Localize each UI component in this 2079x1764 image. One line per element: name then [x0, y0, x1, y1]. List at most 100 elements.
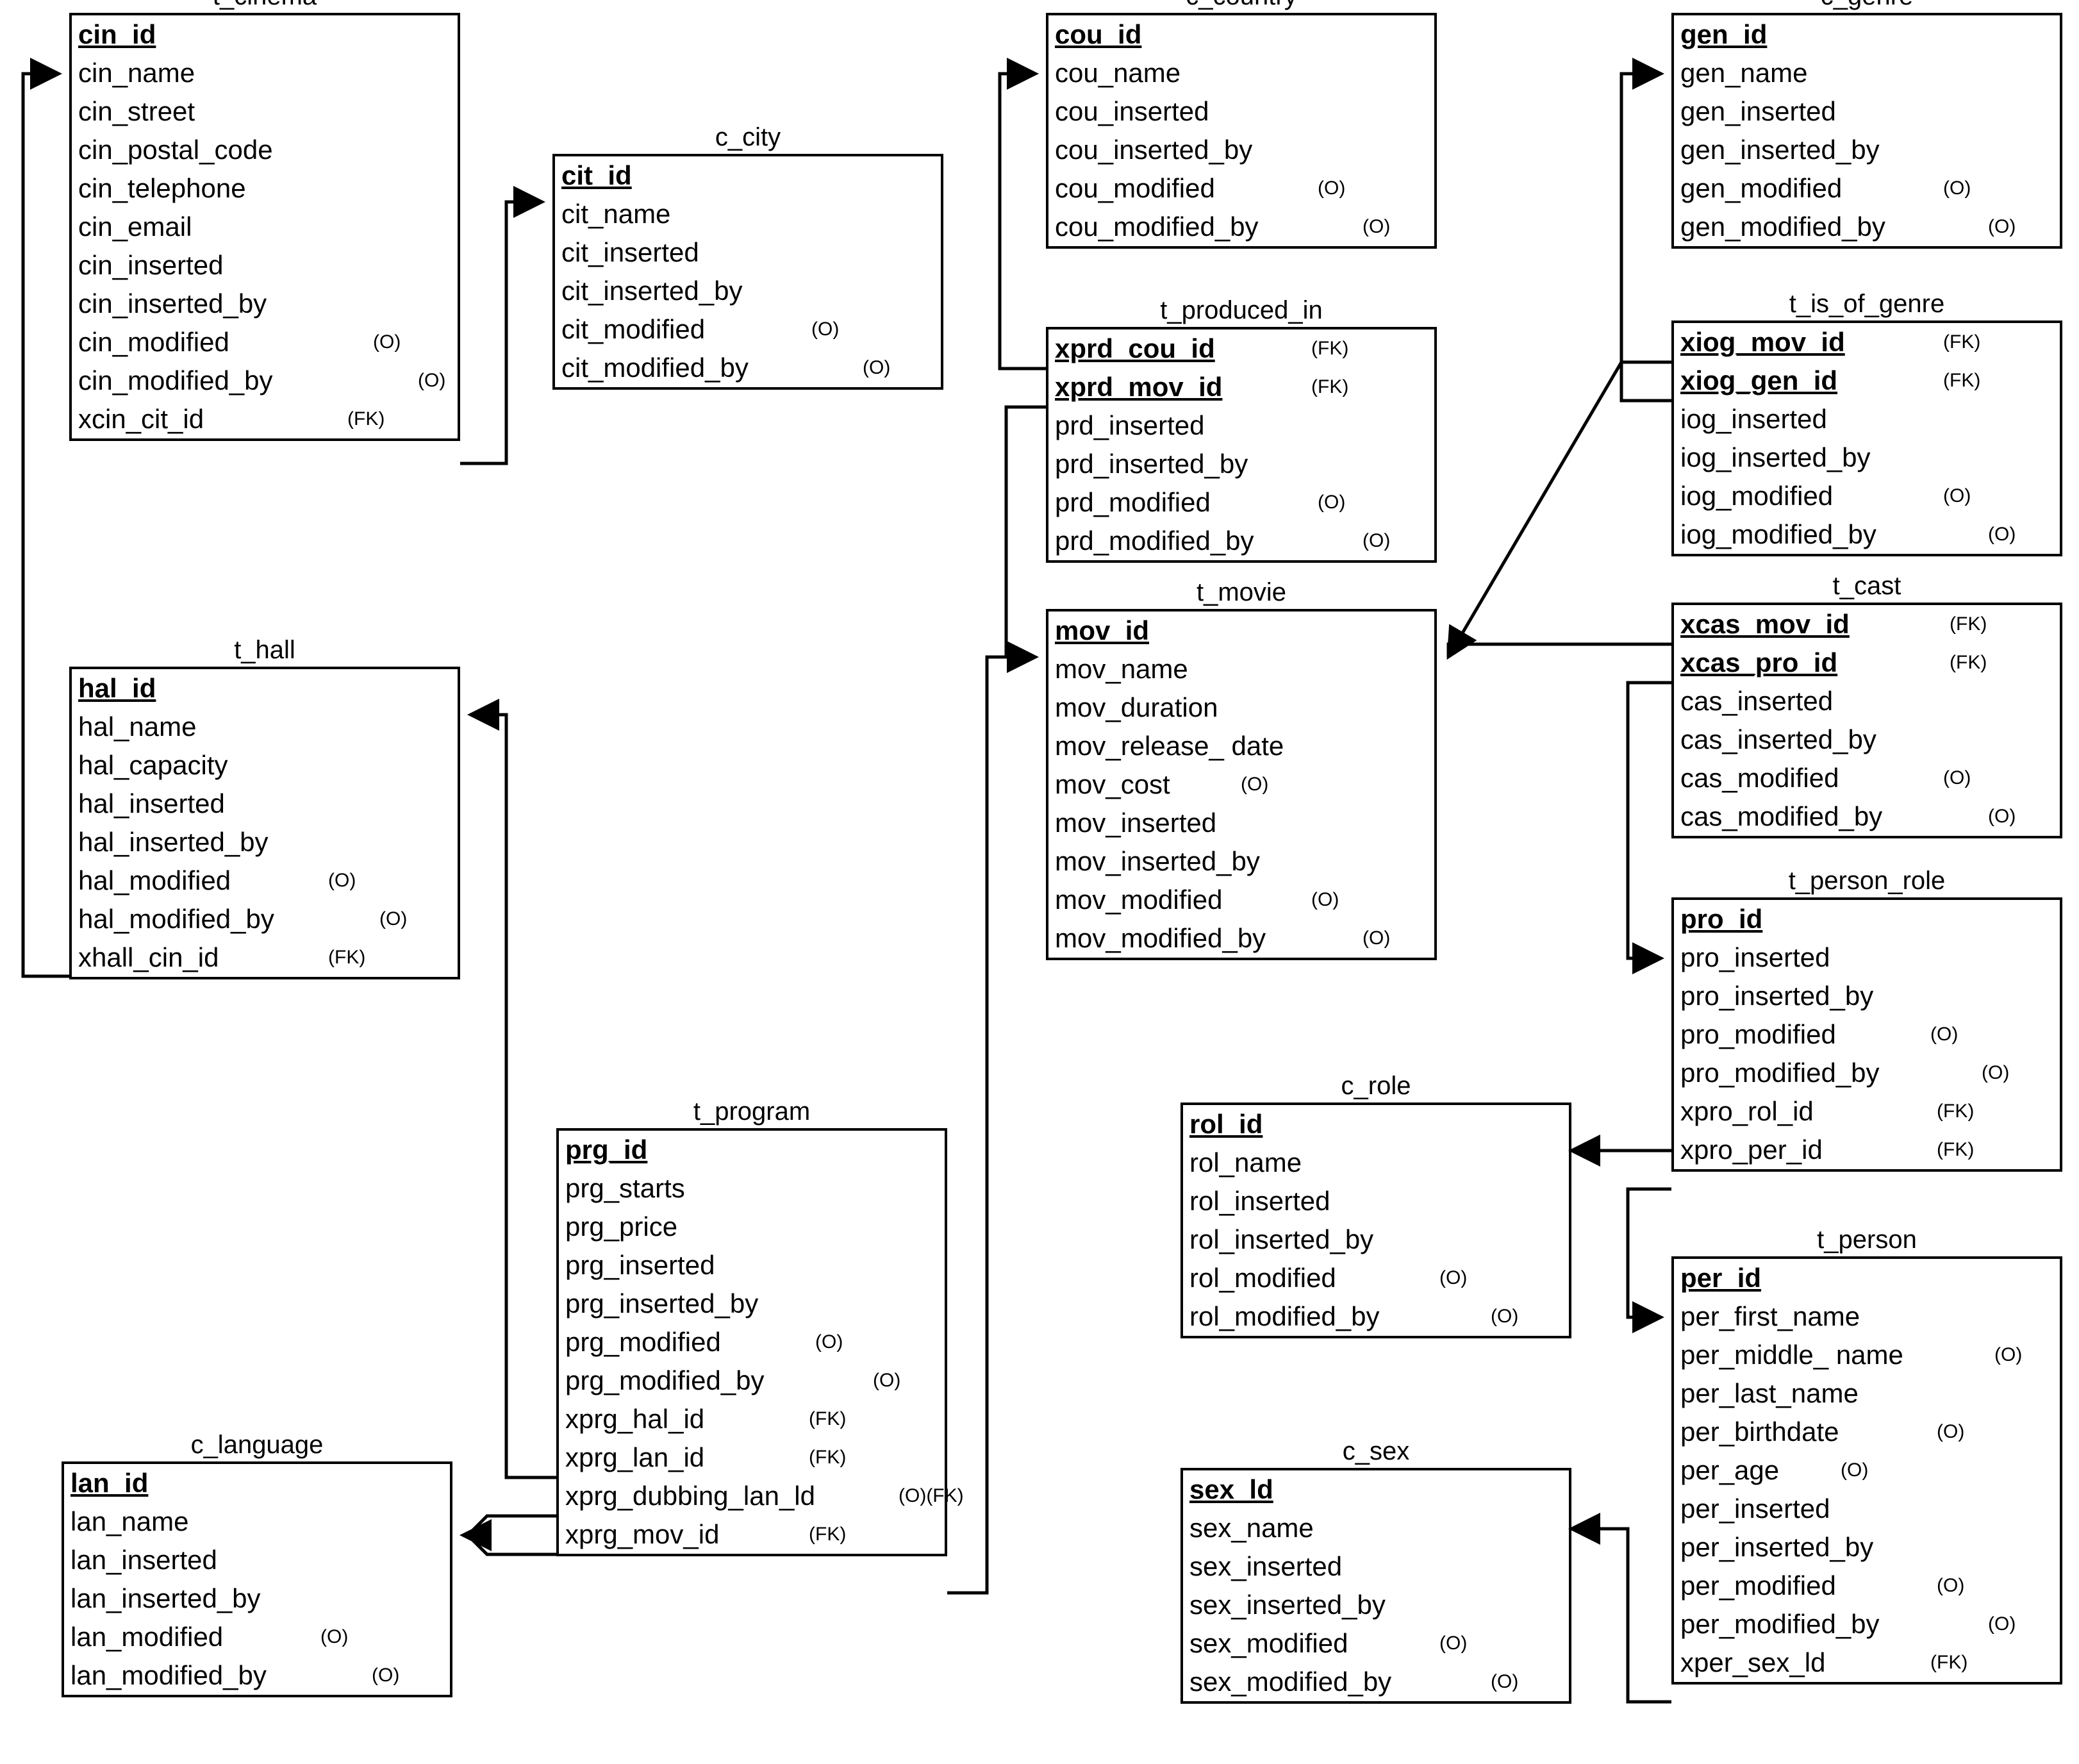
attribute-row[interactable]: hal_modified(O) — [72, 861, 458, 900]
attribute-row-primary-key[interactable]: rol_id — [1183, 1105, 1569, 1144]
attribute-row[interactable]: cas_inserted — [1674, 682, 2060, 720]
attribute-row[interactable]: pro_inserted — [1674, 938, 2060, 977]
attribute-row[interactable]: pro_modified(O) — [1674, 1015, 2060, 1054]
attribute-row[interactable]: cin_modified_by(O) — [72, 362, 458, 400]
attribute-row[interactable]: cit_inserted — [555, 233, 941, 272]
attribute-row-primary-key[interactable]: pro_id — [1674, 900, 2060, 938]
attribute-row[interactable]: cin_street — [72, 92, 458, 131]
attribute-row[interactable]: per_first_name — [1674, 1297, 2060, 1336]
attribute-row[interactable]: per_birthdate(O) — [1674, 1413, 2060, 1451]
attribute-row[interactable]: prg_starts — [559, 1169, 945, 1208]
attribute-row-primary-key[interactable]: xprd_cou_id(FK) — [1048, 329, 1434, 368]
attribute-row[interactable]: rol_inserted_by — [1183, 1220, 1569, 1259]
attribute-row[interactable]: sex_modified_by(O) — [1183, 1663, 1569, 1701]
attribute-row[interactable]: lan_inserted_by — [64, 1579, 450, 1618]
attribute-row[interactable]: gen_inserted_by — [1674, 131, 2060, 169]
attribute-row[interactable]: iog_modified(O) — [1674, 477, 2060, 515]
attribute-row[interactable]: iog_modified_by(O) — [1674, 515, 2060, 554]
attribute-row[interactable]: cou_modified_by(O) — [1048, 208, 1434, 246]
attribute-row[interactable]: cas_inserted_by — [1674, 720, 2060, 759]
attribute-row-primary-key[interactable]: xiog_gen_id(FK) — [1674, 362, 2060, 400]
attribute-row-primary-key[interactable]: sex_ld — [1183, 1470, 1569, 1509]
attribute-row[interactable]: gen_name — [1674, 54, 2060, 92]
attribute-row[interactable]: prd_modified(O) — [1048, 483, 1434, 522]
attribute-row[interactable]: hal_capacity — [72, 746, 458, 785]
attribute-row[interactable]: prg_modified_by(O) — [559, 1361, 945, 1400]
attribute-row[interactable]: cin_inserted_by — [72, 285, 458, 323]
attribute-row[interactable]: xpro_rol_id(FK) — [1674, 1092, 2060, 1131]
attribute-row[interactable]: rol_modified_by(O) — [1183, 1297, 1569, 1336]
attribute-row-primary-key[interactable]: lan_id — [64, 1464, 450, 1502]
attribute-row[interactable]: pro_inserted_by — [1674, 977, 2060, 1015]
attribute-row[interactable]: prg_price — [559, 1208, 945, 1246]
attribute-row[interactable]: cas_modified_by(O) — [1674, 797, 2060, 836]
attribute-row[interactable]: iog_inserted_by — [1674, 438, 2060, 477]
attribute-row[interactable]: mov_duration — [1048, 688, 1434, 727]
attribute-row[interactable]: cin_telephone — [72, 169, 458, 208]
attribute-row-primary-key[interactable]: xcas_mov_id(FK) — [1674, 605, 2060, 644]
attribute-row[interactable]: per_last_name — [1674, 1374, 2060, 1413]
attribute-row[interactable]: gen_modified_by(O) — [1674, 208, 2060, 246]
attribute-row[interactable]: cin_inserted — [72, 246, 458, 285]
attribute-row[interactable]: cit_name — [555, 195, 941, 233]
attribute-row[interactable]: cin_postal_code — [72, 131, 458, 169]
attribute-row[interactable]: per_modified_by(O) — [1674, 1605, 2060, 1643]
attribute-row[interactable]: lan_inserted — [64, 1541, 450, 1579]
attribute-row[interactable]: cou_inserted_by — [1048, 131, 1434, 169]
attribute-row[interactable]: gen_modified(O) — [1674, 169, 2060, 208]
attribute-row[interactable]: cit_modified(O) — [555, 310, 941, 349]
attribute-row[interactable]: prd_inserted — [1048, 406, 1434, 445]
attribute-row[interactable]: rol_inserted — [1183, 1182, 1569, 1220]
attribute-row[interactable]: prg_inserted — [559, 1246, 945, 1285]
attribute-row[interactable]: xprg_dubbing_lan_ld(O)(FK) — [559, 1477, 964, 1515]
attribute-row-primary-key[interactable]: cou_id — [1048, 15, 1434, 54]
attribute-row[interactable]: hal_modified_by(O) — [72, 900, 458, 938]
attribute-row[interactable]: prd_modified_by(O) — [1048, 522, 1434, 560]
attribute-row-primary-key[interactable]: cin_id — [72, 15, 458, 54]
attribute-row[interactable]: per_age(O) — [1674, 1451, 2060, 1490]
attribute-row[interactable]: prg_modified(O) — [559, 1323, 945, 1361]
attribute-row[interactable]: sex_name — [1183, 1509, 1569, 1547]
attribute-row[interactable]: cas_modified(O) — [1674, 759, 2060, 797]
attribute-row-primary-key[interactable]: per_id — [1674, 1259, 2060, 1297]
attribute-row[interactable]: hal_inserted_by — [72, 823, 458, 861]
attribute-row[interactable]: hal_inserted — [72, 785, 458, 823]
attribute-row[interactable]: mov_modified_by(O) — [1048, 919, 1434, 958]
attribute-row[interactable]: xpro_per_id(FK) — [1674, 1131, 2060, 1169]
attribute-row[interactable]: cin_modified(O) — [72, 323, 458, 362]
attribute-row[interactable]: sex_inserted — [1183, 1547, 1569, 1586]
attribute-row[interactable]: rol_modified(O) — [1183, 1259, 1569, 1297]
attribute-row-primary-key[interactable]: mov_id — [1048, 612, 1434, 650]
attribute-row-primary-key[interactable]: gen_id — [1674, 15, 2060, 54]
attribute-row[interactable]: lan_modified_by(O) — [64, 1656, 450, 1695]
attribute-row[interactable]: per_modified(O) — [1674, 1567, 2060, 1605]
attribute-row-primary-key[interactable]: hal_id — [72, 669, 458, 708]
attribute-row[interactable]: gen_inserted — [1674, 92, 2060, 131]
attribute-row[interactable]: pro_modified_by(O) — [1674, 1054, 2060, 1092]
attribute-row[interactable]: iog_inserted — [1674, 400, 2060, 438]
attribute-row[interactable]: per_inserted_by — [1674, 1528, 2060, 1567]
attribute-row[interactable]: mov_cost(O) — [1048, 765, 1434, 804]
attribute-row[interactable]: cit_modified_by(O) — [555, 349, 941, 387]
attribute-row[interactable]: xper_sex_ld(FK) — [1674, 1643, 2060, 1682]
attribute-row[interactable]: prg_inserted_by — [559, 1285, 945, 1323]
attribute-row[interactable]: mov_inserted_by — [1048, 842, 1434, 881]
attribute-row[interactable]: sex_inserted_by — [1183, 1586, 1569, 1624]
attribute-row[interactable]: per_inserted — [1674, 1490, 2060, 1528]
attribute-row[interactable]: cou_inserted — [1048, 92, 1434, 131]
attribute-row[interactable]: mov_modified(O) — [1048, 881, 1434, 919]
attribute-row[interactable]: mov_name — [1048, 650, 1434, 688]
attribute-row-primary-key[interactable]: cit_id — [555, 156, 941, 195]
attribute-row[interactable]: cit_inserted_by — [555, 272, 941, 310]
attribute-row-primary-key[interactable]: xprd_mov_id(FK) — [1048, 368, 1434, 406]
attribute-row-primary-key[interactable]: prg_id — [559, 1131, 945, 1169]
attribute-row[interactable]: mov_inserted — [1048, 804, 1434, 842]
attribute-row[interactable]: sex_modified(O) — [1183, 1624, 1569, 1663]
attribute-row[interactable]: prd_inserted_by — [1048, 445, 1434, 483]
attribute-row[interactable]: hal_name — [72, 708, 458, 746]
attribute-row[interactable]: xprg_hal_id(FK) — [559, 1400, 945, 1438]
attribute-row[interactable]: per_middle_ name(O) — [1674, 1336, 2060, 1374]
attribute-row-primary-key[interactable]: xcas_pro_id(FK) — [1674, 644, 2060, 682]
attribute-row[interactable]: rol_name — [1183, 1144, 1569, 1182]
attribute-row[interactable]: lan_modified(O) — [64, 1618, 450, 1656]
